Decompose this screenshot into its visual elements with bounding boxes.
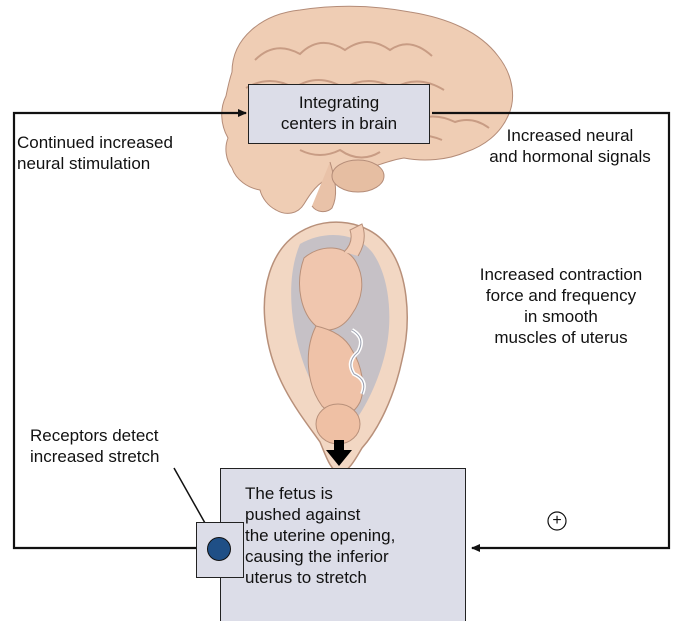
stimulus-line-3: the uterine opening, [245,525,465,546]
uterine-contraction-line-1: Increased contraction [455,264,667,285]
receptors-line-2: increased stretch [30,446,210,467]
continued-stimulation-line-2: neural stimulation [17,153,227,174]
uterine-contraction-line-4: muscles of uterus [455,327,667,348]
neural-hormonal-signals-label: Increased neural and hormonal signals [470,125,670,167]
stimulus-line-5: uterus to stretch [245,567,465,588]
continued-stimulation-label: Continued increased neural stimulation [17,132,227,174]
receptors-label: Receptors detect increased stretch [30,425,210,467]
receptors-line-1: Receptors detect [30,425,210,446]
uterus-with-fetus-illustration [264,222,407,474]
integrating-centers-line-1: Integrating [249,92,429,113]
stimulus-line-2: pushed against [245,504,465,525]
neural-hormonal-line-1: Increased neural [470,125,670,146]
uterine-contraction-line-3: in smooth [455,306,667,327]
stimulus-line-1: The fetus is [245,483,465,504]
uterine-contraction-label: Increased contraction force and frequenc… [455,264,667,348]
stimulus-line-4: causing the inferior [245,546,465,567]
integrating-centers-line-2: centers in brain [249,113,429,134]
stimulus-box: The fetus is pushed against the uterine … [220,468,466,621]
continued-stimulation-line-1: Continued increased [17,132,227,153]
receptor-dot-icon [207,537,231,561]
integrating-centers-box: Integrating centers in brain [248,84,430,144]
neural-hormonal-line-2: and hormonal signals [470,146,670,167]
positive-feedback-sign: + [548,511,566,531]
receptor-box [196,522,244,578]
uterine-contraction-line-2: force and frequency [455,285,667,306]
